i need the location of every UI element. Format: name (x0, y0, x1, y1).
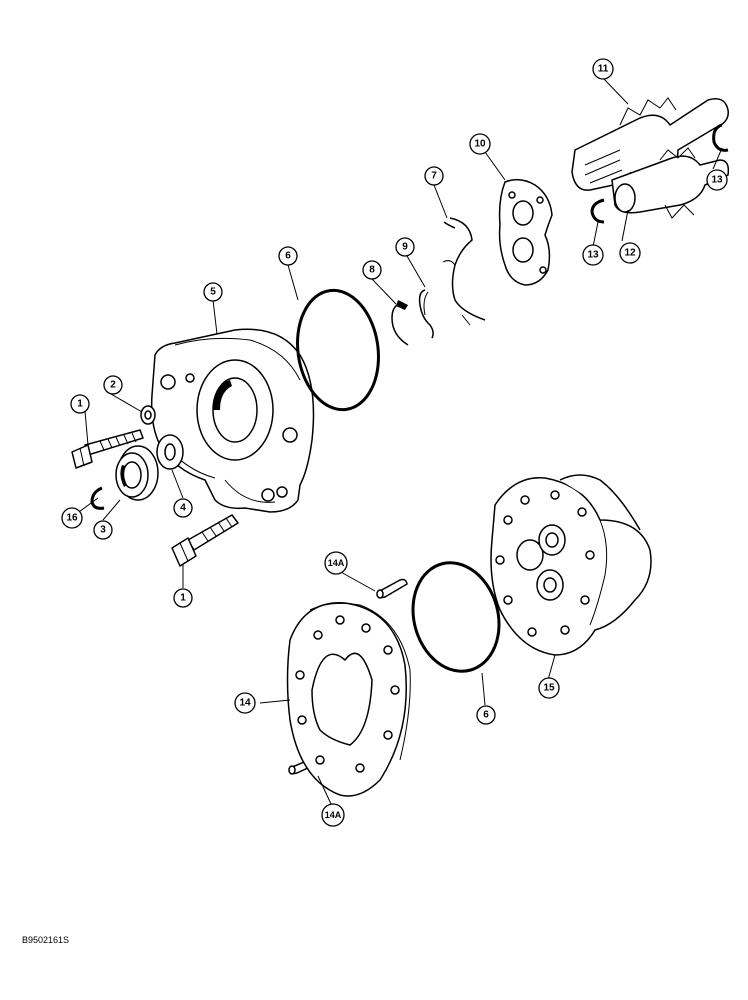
callout-14a-top: 14A (324, 551, 348, 575)
callout-5: 5 (203, 282, 223, 302)
o-ring-part-bottom (411, 561, 501, 673)
svg-text:4: 4 (180, 503, 186, 514)
svg-text:2: 2 (110, 380, 116, 391)
wear-plate-part (498, 178, 553, 286)
callout-13-right: 13 (706, 169, 728, 191)
callout-6-top: 6 (278, 246, 298, 266)
callout-9: 9 (395, 237, 415, 257)
svg-text:1: 1 (77, 399, 83, 410)
callout-1-lower: 1 (173, 588, 193, 608)
callout-3: 3 (93, 520, 113, 540)
svg-text:6: 6 (483, 710, 489, 721)
svg-text:16: 16 (66, 513, 78, 524)
bolt-part-lower (171, 514, 239, 567)
svg-text:12: 12 (624, 248, 636, 259)
shaft-seal-part (115, 445, 159, 501)
dowel-pin-part-top (376, 578, 408, 599)
callout-10: 10 (469, 133, 491, 155)
svg-text:5: 5 (210, 287, 216, 298)
callout-8: 8 (362, 260, 382, 280)
svg-text:13: 13 (587, 250, 599, 261)
svg-text:11: 11 (598, 64, 609, 75)
seal-part (418, 289, 434, 339)
clip-part (391, 302, 409, 346)
figure-id-label: B9502161S (22, 935, 70, 945)
front-housing-part (150, 328, 315, 513)
callout-14: 14 (234, 692, 256, 714)
callout-16: 16 (61, 507, 83, 529)
snap-ring-part-left (590, 198, 605, 224)
svg-text:8: 8 (369, 265, 375, 276)
svg-text:9: 9 (402, 242, 408, 253)
wear-plate-seal-part (442, 217, 486, 326)
callout-13-left: 13 (582, 244, 604, 266)
svg-text:14: 14 (239, 698, 251, 709)
o-ring-part-top (296, 288, 380, 412)
rear-cover-part (490, 474, 652, 656)
callout-6-bottom: 6 (476, 705, 496, 725)
gear-housing-part (286, 602, 411, 797)
callout-11: 11 (592, 58, 614, 80)
svg-text:10: 10 (474, 139, 486, 150)
callout-1-upper: 1 (70, 394, 90, 414)
bolt-part-upper (71, 429, 144, 469)
snap-ring-part-right (712, 123, 729, 152)
svg-text:14A: 14A (325, 810, 342, 820)
svg-text:13: 13 (711, 175, 723, 186)
callout-7: 7 (424, 166, 444, 186)
callout-12: 12 (619, 242, 641, 264)
callout-2: 2 (103, 375, 123, 395)
svg-text:6: 6 (285, 251, 291, 262)
callout-14a-bottom: 14A (321, 803, 345, 827)
svg-text:3: 3 (100, 525, 106, 536)
svg-text:1: 1 (180, 593, 186, 604)
svg-text:15: 15 (543, 683, 555, 694)
svg-text:7: 7 (431, 171, 437, 182)
svg-text:14A: 14A (328, 558, 345, 568)
callout-4: 4 (173, 498, 193, 518)
callout-15: 15 (538, 677, 560, 699)
